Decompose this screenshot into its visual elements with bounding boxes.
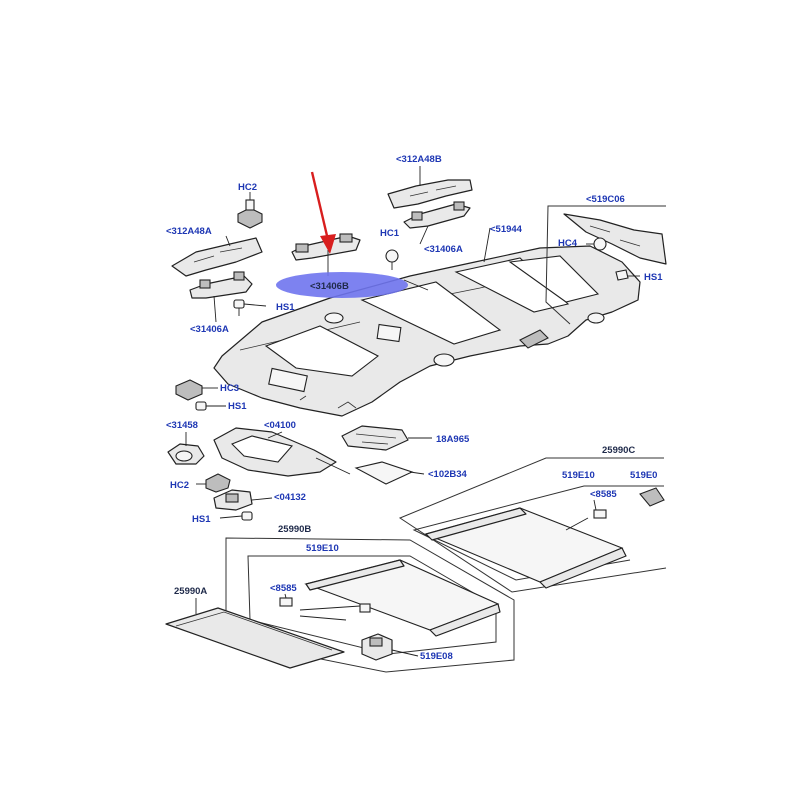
- label-312a48b: <312A48B: [396, 154, 442, 165]
- label-hs1-mid: HS1: [228, 401, 247, 412]
- label-31406a-left: <31406A: [190, 324, 229, 335]
- clip-hc3: [175, 379, 203, 401]
- label-519e0-cut: 519E0: [630, 470, 657, 481]
- label-hs1-low: HS1: [192, 514, 211, 525]
- label-8585-right: <8585: [590, 489, 617, 500]
- label-04132: <04132: [274, 492, 306, 503]
- part-labels: HC2 <312A48A <31406A HS1 <31406B HC1 <31…: [166, 154, 663, 662]
- grab-handle-31406b: [291, 233, 361, 276]
- label-hs1-right: HS1: [644, 272, 663, 283]
- label-8585-left: <8585: [270, 583, 297, 594]
- leader-lines: [185, 166, 640, 657]
- cover-assembly-25990c: [398, 457, 667, 593]
- label-hc2-top: HC2: [238, 182, 257, 193]
- label-519e10-left: 519E10: [306, 543, 339, 554]
- grab-handle-31406a-left: [189, 271, 253, 299]
- latch-519e08: [361, 633, 393, 661]
- visor-clip-31458: [167, 443, 205, 465]
- label-31458: <31458: [166, 420, 198, 431]
- clip-hc1: [385, 249, 399, 270]
- panel-25990a: [165, 607, 345, 669]
- lamp-housing-18a965: [341, 425, 409, 451]
- bracket-312a48a: [171, 237, 263, 277]
- grab-handle-31406a-right: [403, 201, 471, 229]
- screw-hs1-low: [241, 511, 253, 521]
- label-25990a: 25990A: [174, 586, 207, 597]
- label-25990b: 25990B: [278, 524, 311, 535]
- label-519c06: <519C06: [586, 194, 625, 205]
- pillar-trim-box: [545, 205, 667, 325]
- label-hc4: HC4: [558, 238, 578, 249]
- highlight-31406b: [276, 272, 408, 298]
- label-18a965: 18A965: [436, 434, 470, 445]
- label-102b34: <102B34: [428, 469, 468, 480]
- lens-102b34: [354, 461, 414, 485]
- label-31406a-right: <31406A: [424, 244, 463, 255]
- pointer-arrow: [310, 171, 336, 254]
- label-51944: <51944: [490, 224, 523, 235]
- screw-hs1-mid: [195, 401, 207, 411]
- label-hc2-mid: HC2: [170, 480, 189, 491]
- bracket-312a48b: [387, 179, 473, 209]
- label-31406b: <31406B: [310, 281, 349, 292]
- screw-hs1-top: [233, 299, 245, 316]
- label-04100: <04100: [264, 420, 296, 431]
- label-25990c: 25990C: [602, 445, 635, 456]
- label-hs1-top: HS1: [276, 302, 295, 313]
- headliner-panel: [213, 245, 641, 417]
- label-519e10-right: 519E10: [562, 470, 595, 481]
- label-hc1: HC1: [380, 228, 400, 239]
- sun-visor-04100: [213, 427, 351, 477]
- visor-bracket-04132: [213, 489, 253, 511]
- clip-hc2-top: [237, 199, 263, 229]
- clip-hc2-mid: [205, 473, 231, 493]
- label-hc3: HC3: [220, 383, 239, 394]
- label-312a48a: <312A48A: [166, 226, 212, 237]
- label-519e08: 519E08: [420, 651, 453, 662]
